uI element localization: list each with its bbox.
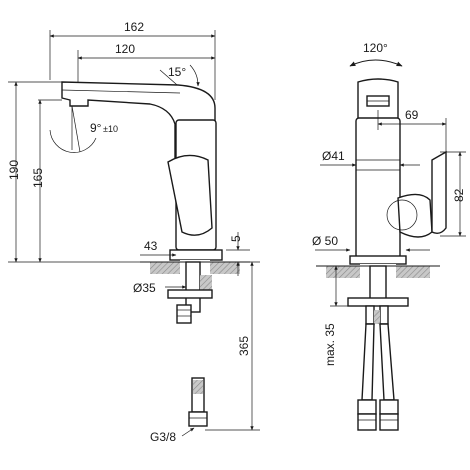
dim-g38-label: G3/8 [150, 430, 176, 444]
dim-9-tol-label: ±10 [103, 124, 118, 134]
hose-fitting [176, 304, 192, 324]
hose-connector-left [357, 413, 377, 431]
dim-82-label: 82 [452, 188, 466, 202]
front-view: 120° 69 Ø41 82 Ø 50 [312, 41, 466, 431]
lever-front [397, 193, 433, 238]
angle-15-arc [189, 64, 200, 87]
leader-g38 [181, 427, 195, 437]
hose-fitting-left [365, 305, 375, 325]
shank-front [369, 265, 387, 303]
dim-max35-label: max. 35 [323, 323, 337, 366]
nut-section [200, 275, 212, 290]
fitting-section [374, 310, 380, 324]
hose-right [379, 323, 395, 401]
angle-9-incline [71, 105, 81, 153]
side-view: 162 120 15° 9° ±10 [7, 20, 260, 444]
dim-165-label: 165 [31, 168, 45, 188]
base-plate-front [349, 255, 407, 265]
dim-120-label: 120 [115, 42, 135, 56]
hose-end-section [193, 380, 203, 394]
spout-edge [61, 89, 181, 94]
hose-fitting-right [379, 305, 389, 325]
rotation-arc [349, 59, 403, 67]
dim-365-label: 365 [237, 336, 251, 356]
dim-162-label: 162 [124, 20, 144, 34]
hose-left [361, 323, 375, 401]
lever-handle [431, 150, 447, 235]
hose-connector [188, 411, 208, 427]
dim-15-label: 15° [168, 65, 186, 79]
dim-43-label: 43 [144, 239, 158, 253]
cartridge-circle [386, 199, 418, 231]
dim-5-label: 5 [229, 235, 243, 242]
dim-190-label: 190 [7, 160, 21, 180]
dim-35dia-label: Ø35 [133, 281, 156, 295]
dim-69-label: 69 [405, 108, 419, 122]
dim-9-label: 9° [90, 121, 102, 135]
dim-120rot-label: 120° [363, 41, 388, 55]
fixing-plate [167, 289, 213, 299]
faucet-body-front [355, 117, 401, 259]
fixing-plate-front [347, 297, 409, 307]
lever [167, 154, 213, 236]
base-plate [169, 249, 223, 261]
dim-41dia-label: Ø41 [322, 149, 345, 163]
hose-connector-right [379, 413, 399, 431]
hose-nut-right [379, 399, 399, 415]
dim-50dia-label: Ø 50 [312, 234, 338, 248]
hose-nut-left [357, 399, 377, 415]
angle-9-arc [49, 129, 97, 153]
